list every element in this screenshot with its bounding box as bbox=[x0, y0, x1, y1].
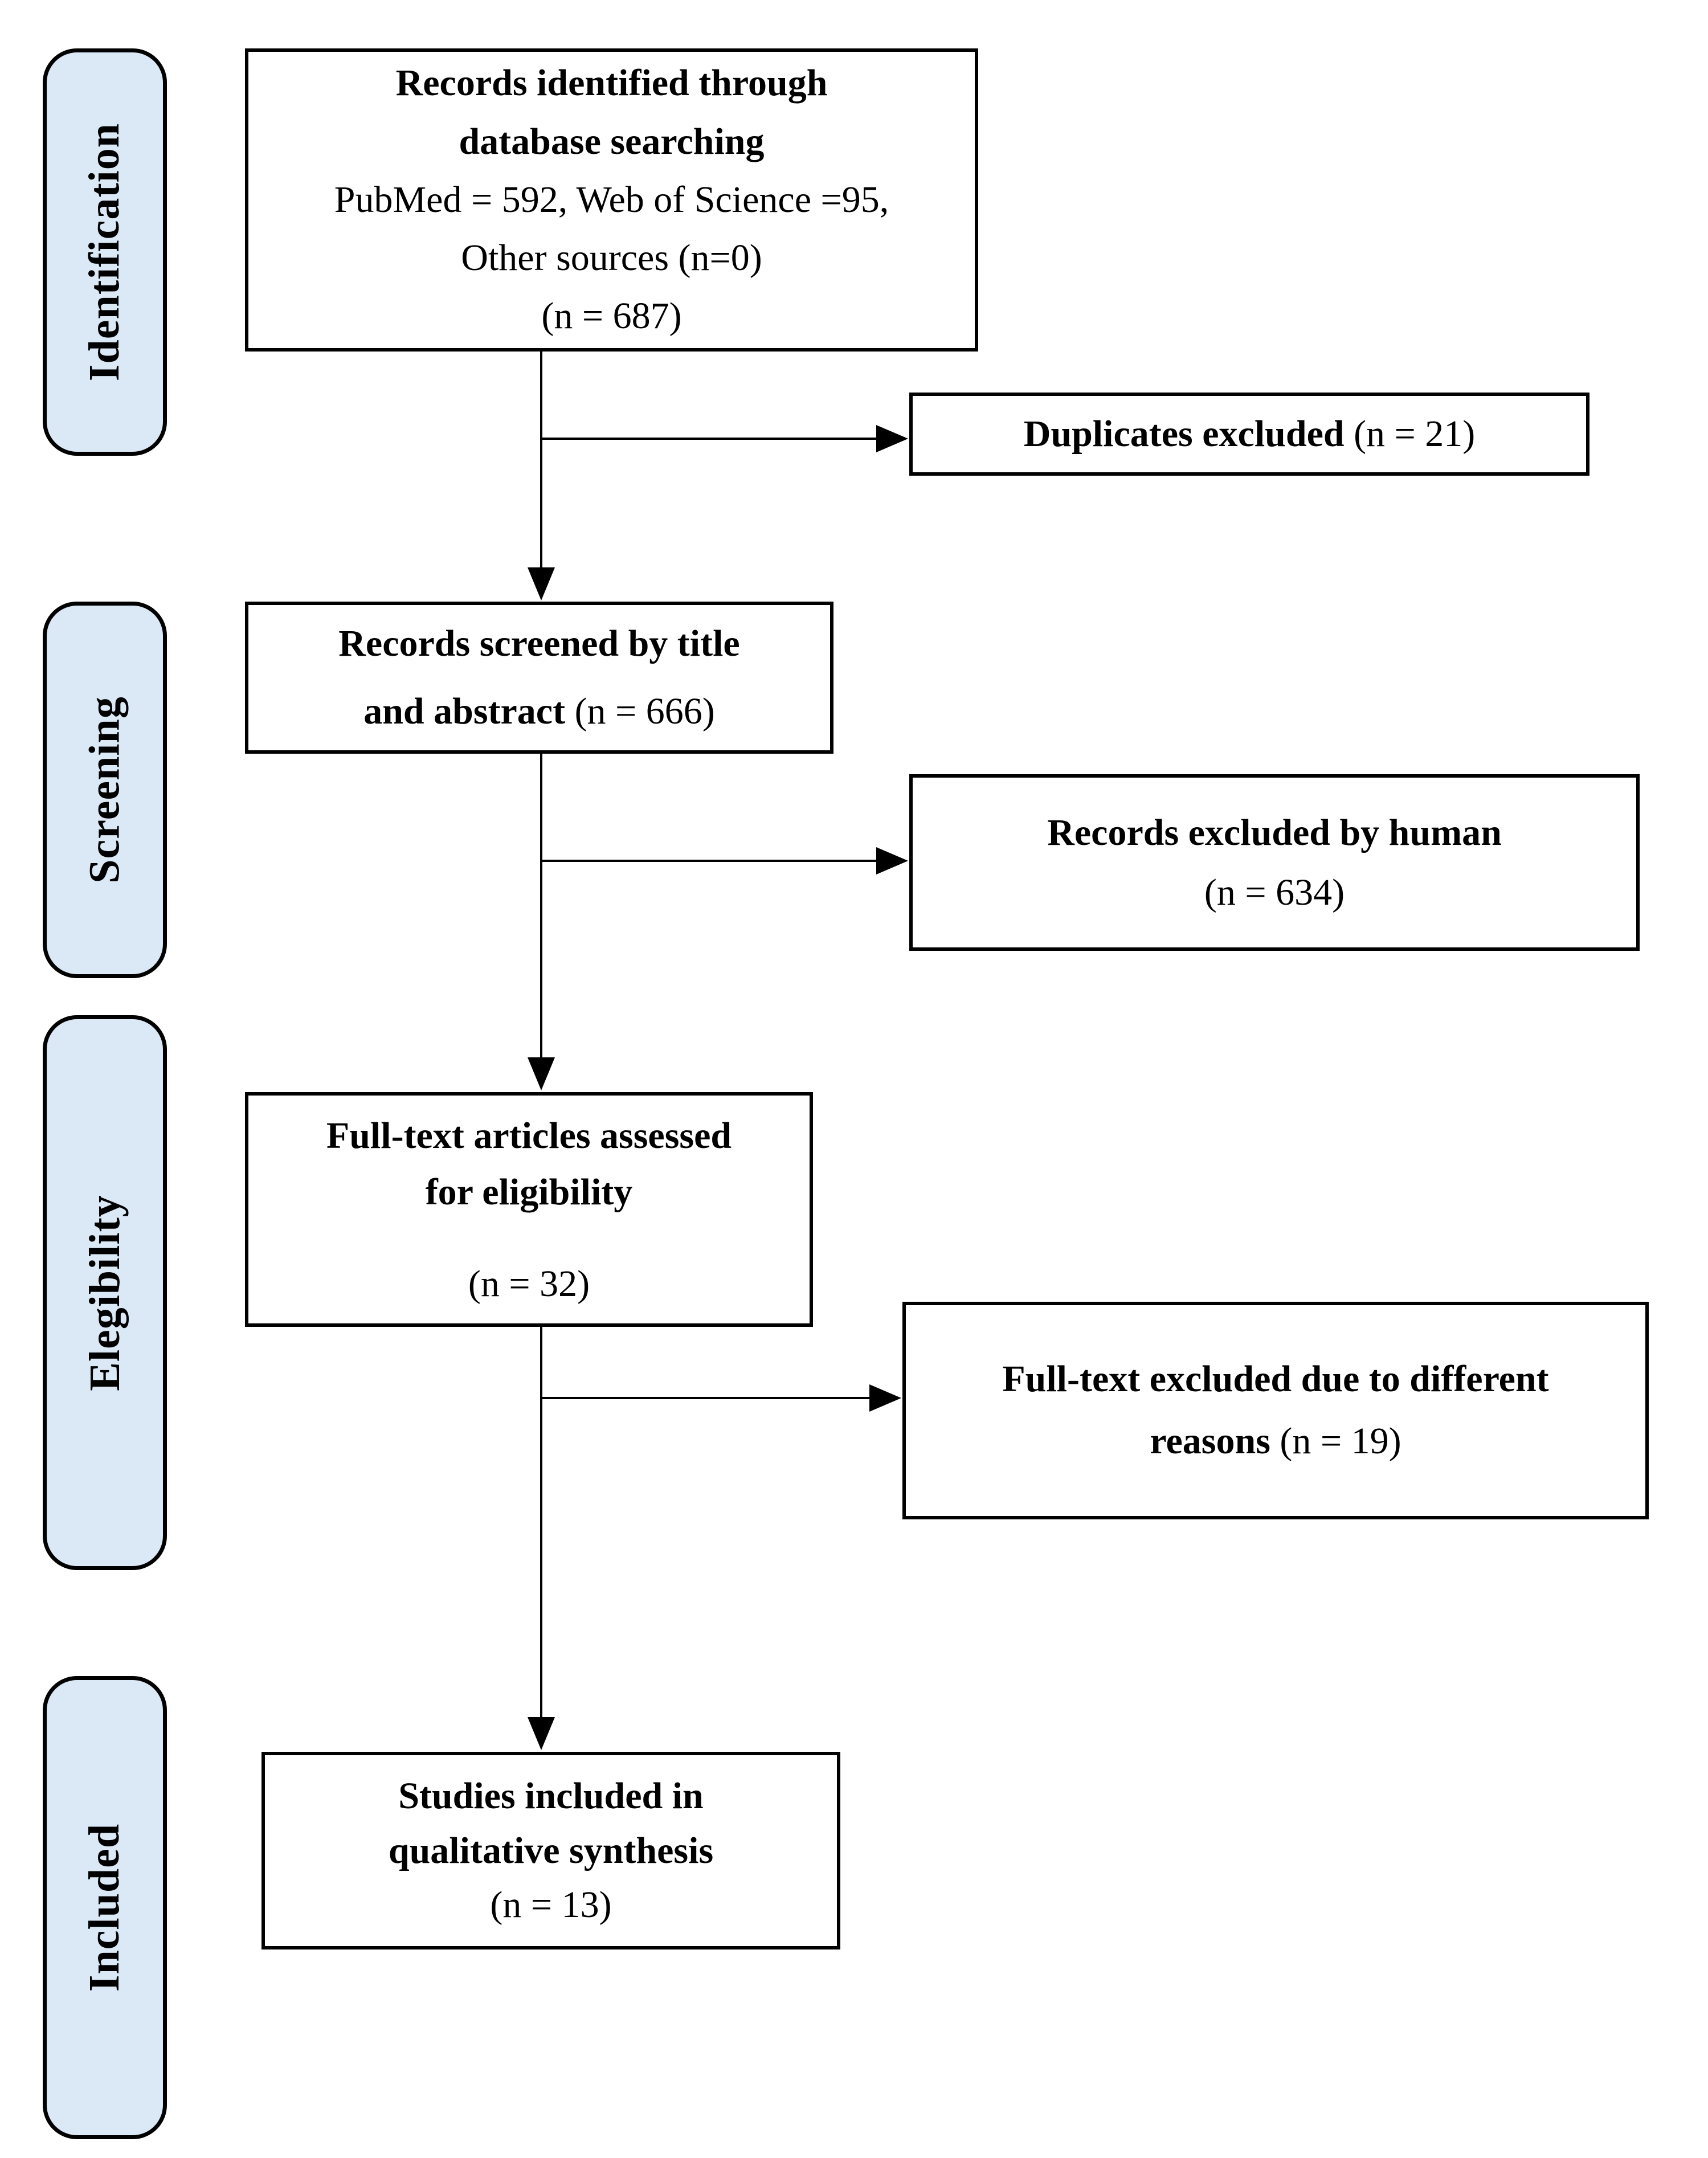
box-detail-line: PubMed = 592, Web of Science =95, bbox=[334, 178, 889, 220]
stage-label-text: Elegibility bbox=[80, 1194, 129, 1391]
arrow-right-icon bbox=[869, 1384, 901, 1412]
arrowheads bbox=[528, 425, 908, 1750]
box-title-line: Records screened by title bbox=[338, 622, 740, 664]
box-title-line: Full-text articles assessed bbox=[326, 1114, 732, 1156]
box-title-line: Records identified through bbox=[395, 62, 828, 104]
stage-label-screening: Screening bbox=[43, 602, 167, 978]
box-count: (n = 687) bbox=[541, 295, 682, 337]
stage-label-text: Identification bbox=[80, 122, 129, 382]
connector-lines bbox=[540, 352, 878, 1720]
box-fulltext-excluded: Full-text excluded due to different reas… bbox=[902, 1302, 1649, 1519]
box-count: (n = 21) bbox=[1354, 413, 1476, 455]
box-duplicates-excluded: Duplicates excluded (n = 21) bbox=[909, 393, 1589, 476]
box-title-line: Duplicates excluded (n = 21) bbox=[1024, 411, 1476, 456]
box-studies-included: Studies included in qualitative synthesi… bbox=[261, 1752, 840, 1949]
box-title: Duplicates excluded bbox=[1023, 413, 1345, 455]
arrow-right-icon bbox=[876, 425, 908, 452]
box-fulltext-assessed: Full-text articles assessed for eligibil… bbox=[245, 1092, 813, 1327]
box-count: (n = 13) bbox=[490, 1884, 612, 1926]
box-count: (n = 666) bbox=[574, 690, 715, 732]
box-title-line: qualitative synthesis bbox=[388, 1829, 714, 1871]
box-title: and abstract bbox=[363, 690, 566, 732]
box-title-line: reasons (n = 19) bbox=[1150, 1411, 1401, 1473]
box-records-identified: Records identified through database sear… bbox=[245, 48, 978, 352]
arrow-down-icon bbox=[528, 1717, 555, 1750]
stage-label-included: Included bbox=[43, 1676, 167, 2139]
box-count: (n = 19) bbox=[1280, 1420, 1401, 1462]
box-title-line: Records excluded by human bbox=[1047, 811, 1502, 853]
box-title-line: database searching bbox=[459, 120, 765, 162]
box-title-line: and abstract (n = 666) bbox=[363, 678, 715, 746]
box-title-line: Full-text excluded due to different bbox=[1002, 1358, 1549, 1400]
box-records-screened: Records screened by title and abstract (… bbox=[245, 602, 833, 754]
arrow-right-icon bbox=[876, 847, 908, 874]
box-title-line: Studies included in bbox=[398, 1775, 704, 1817]
box-count: (n = 32) bbox=[468, 1262, 590, 1305]
stage-label-identification: Identification bbox=[43, 48, 167, 456]
box-records-excluded-by-human: Records excluded by human (n = 634) bbox=[909, 774, 1640, 951]
arrow-down-icon bbox=[528, 567, 555, 600]
box-title: reasons bbox=[1150, 1420, 1270, 1462]
stage-label-text: Included bbox=[80, 1823, 129, 1992]
stage-label-text: Screening bbox=[80, 696, 129, 884]
box-count: (n = 634) bbox=[1204, 872, 1345, 914]
box-detail-line: Other sources (n=0) bbox=[461, 237, 762, 279]
stage-label-elegibility: Elegibility bbox=[43, 1015, 167, 1570]
arrow-down-icon bbox=[528, 1057, 555, 1090]
box-title-line: for eligibility bbox=[425, 1171, 633, 1213]
